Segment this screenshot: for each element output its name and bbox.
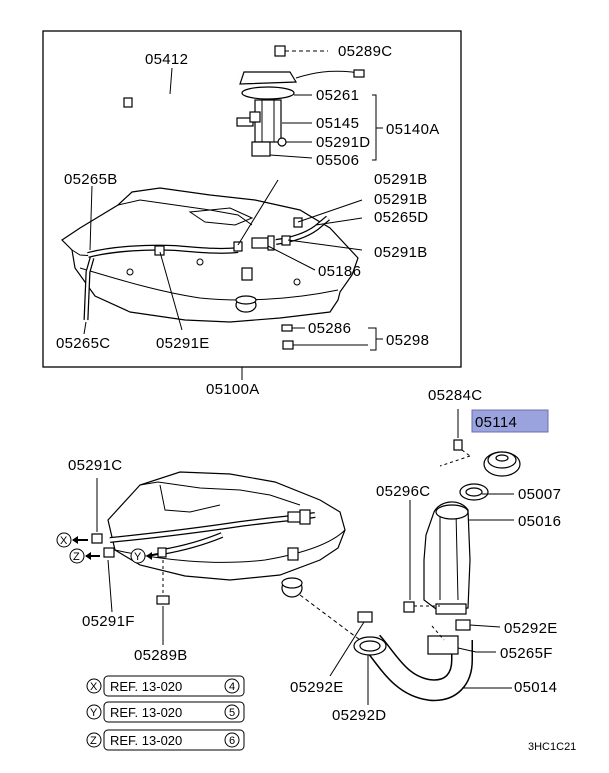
gasket-05007[interactable] xyxy=(459,483,489,501)
svg-text:X: X xyxy=(90,681,98,693)
label-05265F: 05265F xyxy=(500,645,553,662)
valve-05186[interactable] xyxy=(251,235,275,251)
label-05291F: 05291F xyxy=(82,613,135,630)
svg-text:Y: Y xyxy=(134,551,142,563)
clip-05291D[interactable] xyxy=(277,137,312,147)
ref-y[interactable]: Y REF. 13-020 5 xyxy=(86,701,245,723)
label-05292E-2: 05292E xyxy=(290,679,344,696)
bolt-05289B[interactable] xyxy=(156,560,170,605)
svg-text:X: X xyxy=(60,535,68,547)
svg-text:Z: Z xyxy=(73,551,80,563)
clip-05291C[interactable] xyxy=(91,533,103,544)
hose-05265F[interactable] xyxy=(427,635,459,655)
fuel-cap-05114[interactable] xyxy=(483,451,521,477)
label-05298: 05298 xyxy=(386,332,429,349)
label-05140A: 05140A xyxy=(386,121,440,138)
fuel-tank-upper[interactable] xyxy=(61,187,359,323)
label-05007: 05007 xyxy=(518,486,561,503)
clip-05291B-a[interactable] xyxy=(233,241,243,252)
svg-text:REF. 13-020: REF. 13-020 xyxy=(110,705,182,720)
label-05286: 05286 xyxy=(308,320,351,337)
label-05016: 05016 xyxy=(518,513,561,530)
top-assembly-frame xyxy=(42,30,462,368)
label-05265B: 05265B xyxy=(64,171,118,188)
screw-05284C[interactable] xyxy=(439,409,471,467)
label-05412: 05412 xyxy=(145,51,188,68)
label-05291B-3: 05291B xyxy=(374,244,428,261)
ref-x[interactable]: X REF. 13-020 4 xyxy=(86,675,245,697)
label-05291E: 05291E xyxy=(156,335,210,352)
clip-05291E[interactable] xyxy=(154,245,165,256)
marker-z: Z xyxy=(69,548,100,564)
clip-05291F[interactable] xyxy=(103,547,115,558)
ref-z[interactable]: Z REF. 13-020 6 xyxy=(86,729,245,751)
hose-05265B[interactable] xyxy=(87,244,239,258)
label-05014: 05014 xyxy=(514,679,557,696)
label-05291B-1: 05291B xyxy=(374,171,428,188)
label-05114[interactable]: 05114 xyxy=(475,414,517,431)
clip-05291B-b[interactable] xyxy=(293,217,303,228)
label-05186: 05186 xyxy=(318,263,361,280)
fuel-pump-module[interactable] xyxy=(236,69,365,157)
hose-fill-vent-lower[interactable] xyxy=(109,509,316,555)
label-05506: 05506 xyxy=(316,152,359,169)
label-05265D: 05265D xyxy=(374,209,428,226)
bolt-05296C[interactable] xyxy=(403,500,440,613)
filler-neck-05016[interactable] xyxy=(423,501,471,615)
marker-x: X xyxy=(56,532,88,548)
label-05296C: 05296C xyxy=(376,483,430,500)
svg-text:Y: Y xyxy=(90,707,98,719)
label-05291D: 05291D xyxy=(316,134,370,151)
clamp-05292E-lower[interactable] xyxy=(357,611,373,623)
marker-y: Y xyxy=(130,548,159,564)
svg-text:Z: Z xyxy=(90,735,97,747)
highlight-05114 xyxy=(471,409,549,433)
washer-05286[interactable] xyxy=(281,324,305,332)
label-05100A: 05100A xyxy=(206,381,260,398)
label-05292D: 05292D xyxy=(332,707,386,724)
label-05291C: 05291C xyxy=(68,457,122,474)
label-05289B: 05289B xyxy=(134,647,188,664)
label-05265C: 05265C xyxy=(56,335,110,352)
hose-05265D[interactable] xyxy=(275,215,330,245)
label-05261: 05261 xyxy=(316,87,359,104)
label-05284C: 05284C xyxy=(428,387,482,404)
label-05145: 05145 xyxy=(316,115,359,132)
pipe-05014[interactable] xyxy=(363,634,473,702)
svg-text:5: 5 xyxy=(229,707,235,719)
clamp-05292E-upper[interactable] xyxy=(455,619,471,631)
label-05292E-1: 05292E xyxy=(504,620,558,637)
svg-text:REF. 13-020: REF. 13-020 xyxy=(110,679,182,694)
bolt-05289C[interactable] xyxy=(274,45,328,57)
hose-05412[interactable] xyxy=(123,72,239,108)
svg-text:6: 6 xyxy=(229,735,235,747)
label-05291B-2: 05291B xyxy=(374,191,428,208)
label-05289C: 05289C xyxy=(338,43,392,60)
diagram-code: 3HC1C21 xyxy=(528,741,576,753)
svg-text:REF. 13-020: REF. 13-020 xyxy=(110,733,182,748)
clamp-05292D[interactable] xyxy=(353,636,387,656)
svg-text:4: 4 xyxy=(229,681,235,693)
hose-05265C[interactable] xyxy=(83,257,95,321)
plug-05298[interactable] xyxy=(282,340,368,350)
clip-lower-y[interactable] xyxy=(157,547,167,558)
